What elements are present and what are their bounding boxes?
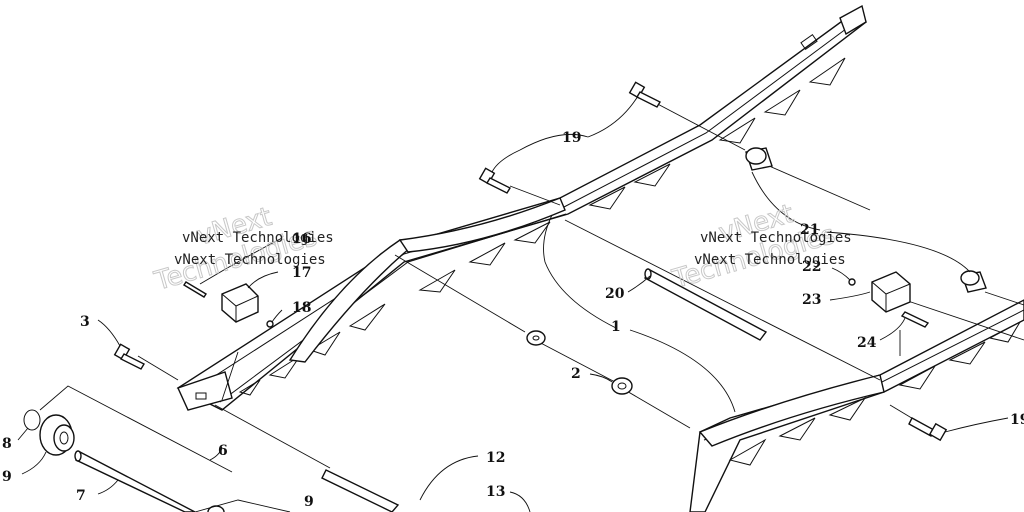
watermark-left-line2: vNext Technologies xyxy=(174,252,326,268)
cross-shaft-12 xyxy=(321,469,400,512)
nut-18 xyxy=(266,320,274,328)
callout-23: 23 xyxy=(802,292,821,308)
bolt-19-mid xyxy=(478,167,511,194)
callout-19a: 19 xyxy=(562,130,581,146)
watermark-left: Technologies vNext vNext Technologies vN… xyxy=(150,201,334,297)
callout-18: 18 xyxy=(292,300,311,316)
callout-20: 20 xyxy=(605,286,625,302)
callout-8: 8 xyxy=(2,436,12,452)
spacer-2b xyxy=(611,377,633,395)
callout-24: 24 xyxy=(857,335,877,351)
bushing-21b xyxy=(960,270,987,293)
leader-lines xyxy=(17,95,1009,512)
watermark-right-line2: vNext Technologies xyxy=(694,252,846,268)
cross-shaft-20 xyxy=(644,268,768,341)
callout-3: 3 xyxy=(80,314,90,330)
nut-22 xyxy=(848,278,856,286)
slider-block-23 xyxy=(871,271,911,313)
callout-7: 7 xyxy=(76,488,86,504)
bushing-21a xyxy=(745,147,773,171)
callout-9a: 9 xyxy=(2,469,12,485)
washer-2a xyxy=(526,330,546,346)
bolt-19-upper xyxy=(628,81,661,108)
callout-19b: 19 xyxy=(1010,412,1024,428)
callout-2: 2 xyxy=(571,366,581,382)
svg-text:vNext Technologies: vNext Technologies xyxy=(182,230,334,246)
bracket-6 xyxy=(39,385,233,473)
right-rail xyxy=(689,299,1024,512)
callout-17: 17 xyxy=(292,265,311,281)
alignment-lines xyxy=(137,99,1024,469)
callout-16: 16 xyxy=(292,231,311,247)
bolt-24 xyxy=(900,311,930,328)
snap-ring-8 xyxy=(23,409,41,431)
bolt-19-right xyxy=(908,417,948,442)
callout-13: 13 xyxy=(486,484,505,500)
callout-21: 21 xyxy=(800,222,819,238)
bracket-9 xyxy=(194,499,291,512)
slider-block-17 xyxy=(221,283,259,323)
left-rail xyxy=(176,4,867,411)
watermark-right: Technologies vNext vNext Technologies vN… xyxy=(668,198,852,295)
callout-9b: 9 xyxy=(304,494,314,510)
axle-7 xyxy=(74,450,196,512)
callout-6: 6 xyxy=(218,443,228,459)
bearing-9 xyxy=(39,414,75,456)
bearing-9b xyxy=(207,505,225,512)
callout-12: 12 xyxy=(486,450,505,466)
pin-16 xyxy=(183,281,207,298)
svg-text:vNext Technologies: vNext Technologies xyxy=(700,230,852,246)
callout-22: 22 xyxy=(802,259,821,275)
bolt-3 xyxy=(113,343,145,370)
callout-1: 1 xyxy=(611,319,621,335)
